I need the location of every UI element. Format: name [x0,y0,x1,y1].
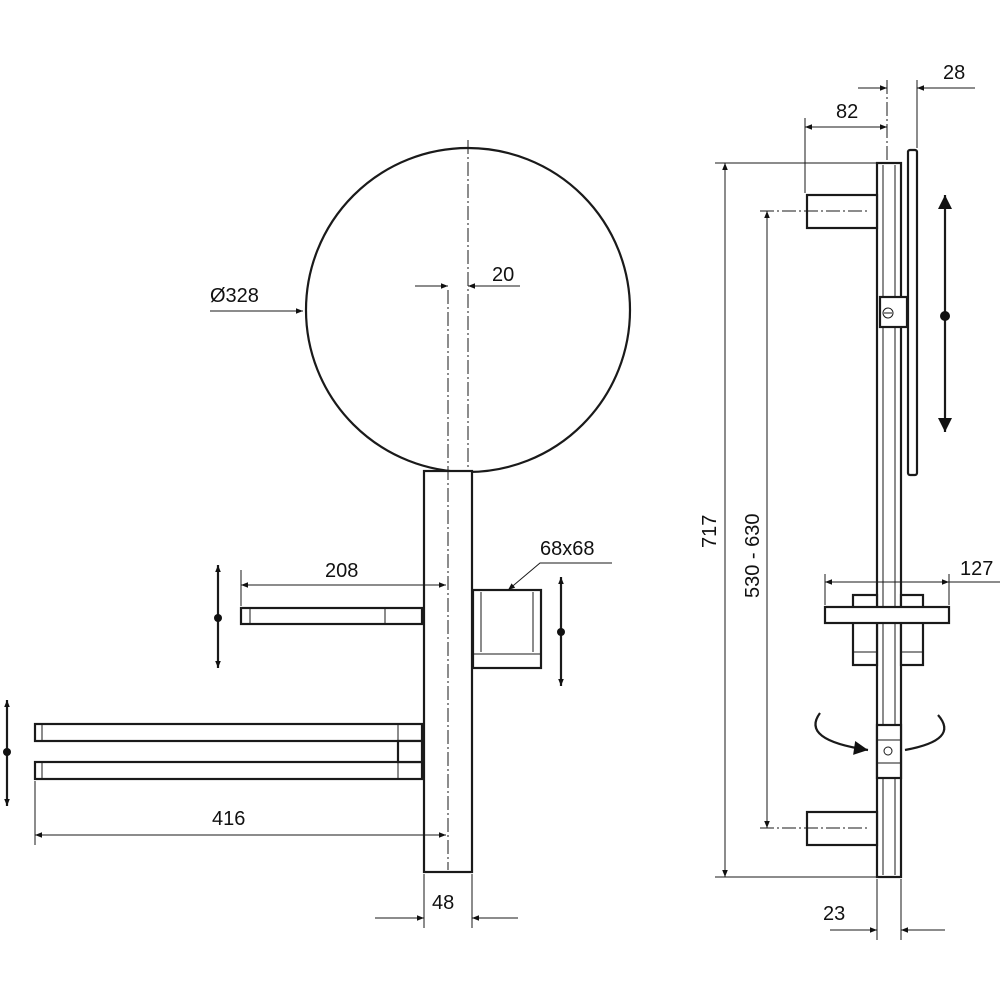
side-view: 28 82 717 530 - 630 [699,62,1000,940]
towel-bar-adjust-arrow-icon [3,700,11,806]
towel-bars [33,722,424,781]
mirror-slide-arrow-icon [938,195,952,432]
dimension-label: 20 [492,264,514,286]
shelf-depth-dimension: 127 [824,558,1000,605]
rotation-joint [875,723,903,780]
fixing-distance-dimension: 530 - 630 [742,211,770,828]
offset-dimension: 20 [415,264,520,289]
mirror-diameter-dimension: Ø328 [210,285,303,314]
cup-holder [471,588,543,670]
shelf-width-dimension: 208 [240,560,446,606]
dimension-label: 127 [960,558,993,580]
cup-height-adjust-arrow-icon [557,577,565,686]
mirror-offset-dimension: 28 [858,62,975,148]
dimension-label: 23 [823,903,845,925]
rotate-arrow-icon [814,712,946,755]
dimension-label: 530 - 630 [742,513,764,598]
dimension-label: 28 [943,62,965,84]
shelf [239,606,424,626]
dimension-label: 48 [432,892,454,914]
arm-depth-dimension: 82 [804,101,887,193]
dimension-label: 82 [836,101,858,123]
dimension-label: 68x68 [540,538,595,560]
cup-size-dimension: 68x68 [507,538,612,591]
towel-bar-length-dimension: 416 [34,781,446,845]
dimension-label: 208 [325,560,358,582]
mirror-clamp [878,295,909,329]
dimension-label: 717 [699,515,721,548]
rail-width-dimension: 23 [823,879,945,940]
shelf-height-adjust-arrow-icon [214,565,222,668]
dimension-label: Ø328 [210,285,259,307]
total-height-dimension: 717 [699,162,876,878]
shelf-side [823,593,951,667]
front-view: Ø328 20 208 68x68 [3,140,632,928]
mirror-plate [906,148,919,477]
dimension-label: 416 [212,808,245,830]
column-width-dimension: 48 [375,874,518,928]
